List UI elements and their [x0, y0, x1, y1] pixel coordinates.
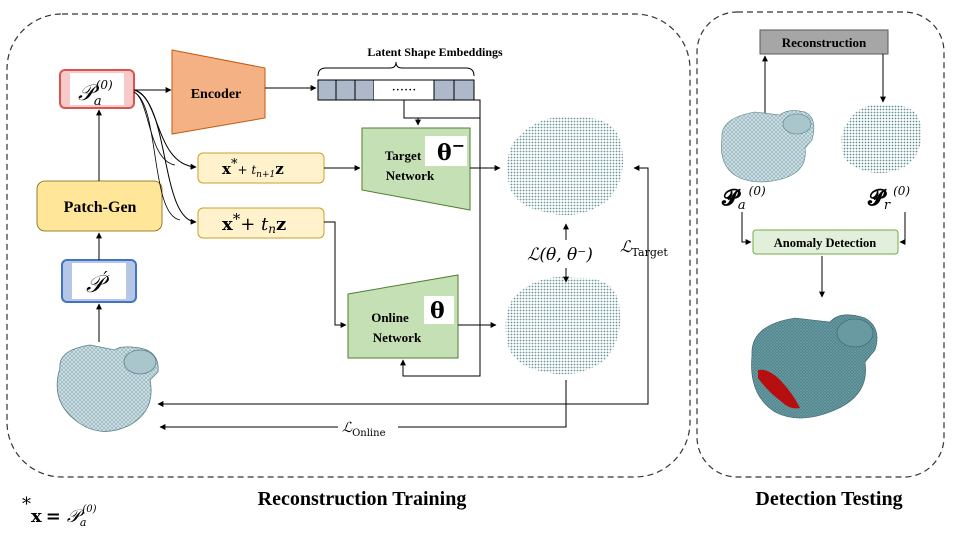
noise-n-to-online-arrow	[324, 221, 347, 328]
noise-n-label: x*+ tnz	[222, 210, 286, 236]
patch-gen-label: Patch-Gen	[64, 199, 137, 216]
footnote: *x=𝒫a(0)	[22, 494, 97, 529]
latent-to-online-line	[400, 99, 481, 377]
test-input-jar-mesh	[721, 110, 815, 183]
test-reconstructed-pointcloud	[841, 104, 922, 174]
anomaly-region	[758, 369, 800, 409]
anomaly-detection-label: Anomaly Detection	[774, 236, 876, 250]
pa0-inner	[70, 73, 124, 105]
noise-n-box	[197, 207, 325, 239]
encoder-label: Encoder	[191, 87, 242, 102]
pa0-to-noise-n-curve	[133, 89, 197, 225]
online-loss-line	[159, 382, 567, 430]
online-network-block	[347, 274, 459, 359]
p-prime-inner	[72, 263, 126, 299]
target-theta-bg	[425, 136, 467, 166]
latent-title: Latent Shape Embeddings	[367, 45, 503, 59]
training-panel	[6, 13, 691, 478]
online-loss-bg	[338, 418, 398, 436]
reconstruction-box	[759, 29, 889, 55]
target-theta: θ−	[437, 136, 465, 166]
online-output-pointcloud	[505, 276, 621, 375]
target-network-line1: Target	[385, 148, 422, 163]
online-loss-label: ℒOnline	[342, 420, 386, 439]
pa0-extra-curve-2	[133, 91, 181, 221]
online-network-line1: Online	[371, 310, 409, 325]
target-loss-label: ℒTarget	[620, 237, 668, 259]
noise-next-label: x*+ tn+1z	[222, 157, 284, 180]
online-network-line2: Network	[373, 330, 422, 345]
online-theta-bg	[424, 296, 454, 324]
target-output-pointcloud	[507, 116, 624, 216]
latent-brace	[317, 61, 475, 77]
reconstruction-label: Reconstruction	[782, 35, 867, 50]
online-theta: θ	[430, 298, 445, 324]
latent-dots: ······	[392, 83, 417, 98]
pr-to-anomaly-arrow	[899, 212, 906, 245]
test-pr0-label: 𝓟r(0)	[867, 184, 910, 213]
consistency-loss-label: ℒ(θ, θ⁻)	[527, 245, 593, 265]
target-network-line2: Network	[386, 168, 435, 183]
latent-embedding-bar	[317, 79, 475, 101]
test-pa0-label: 𝓟a(0)	[721, 184, 766, 213]
training-panel-title: Reconstruction Training	[258, 488, 467, 510]
pa-to-anomaly-arrow	[741, 212, 752, 245]
latent-to-target-arrow	[403, 100, 421, 126]
input-jar-mesh	[56, 344, 159, 432]
anomaly-result-jar	[751, 314, 878, 419]
testing-panel-title: Detection Testing	[755, 488, 902, 510]
encoder-block	[171, 49, 266, 135]
anomaly-detection-box	[752, 229, 899, 255]
testing-panel	[696, 11, 945, 478]
